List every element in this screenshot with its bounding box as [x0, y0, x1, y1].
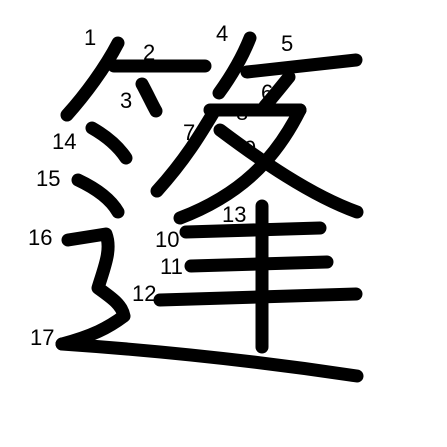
stroke-10 — [179, 221, 327, 239]
stroke-label-1: 1 — [84, 25, 96, 50]
stroke-label-8: 8 — [236, 100, 248, 125]
stroke-3 — [135, 77, 163, 118]
stroke-15 — [71, 173, 125, 219]
stroke-label-17: 17 — [30, 325, 54, 350]
stroke-5 — [240, 53, 363, 79]
stroke-label-11: 11 — [160, 254, 183, 279]
stroke-1 — [60, 36, 125, 122]
stroke-label-2: 2 — [143, 40, 155, 65]
stroke-label-9: 9 — [244, 136, 256, 161]
stroke-label-13: 13 — [222, 202, 246, 227]
stroke-7 — [150, 103, 222, 198]
stroke-17 — [55, 337, 364, 383]
stroke-16 — [55, 227, 131, 351]
stroke-label-3: 3 — [120, 88, 132, 113]
stroke-label-4: 4 — [216, 21, 228, 46]
stroke-label-16: 16 — [28, 225, 52, 250]
stroke-label-5: 5 — [281, 31, 293, 56]
stroke-label-14: 14 — [52, 129, 76, 154]
stroke-9 — [173, 103, 307, 225]
stroke-14 — [85, 121, 133, 165]
stroke-label-12: 12 — [132, 281, 156, 306]
stroke-label-15: 15 — [36, 166, 60, 191]
stroke-9b — [213, 123, 364, 219]
stroke-label-6: 6 — [261, 80, 273, 105]
stroke-label-10: 10 — [155, 227, 179, 252]
stroke-label-7: 7 — [183, 120, 195, 145]
stroke-4 — [212, 31, 257, 100]
